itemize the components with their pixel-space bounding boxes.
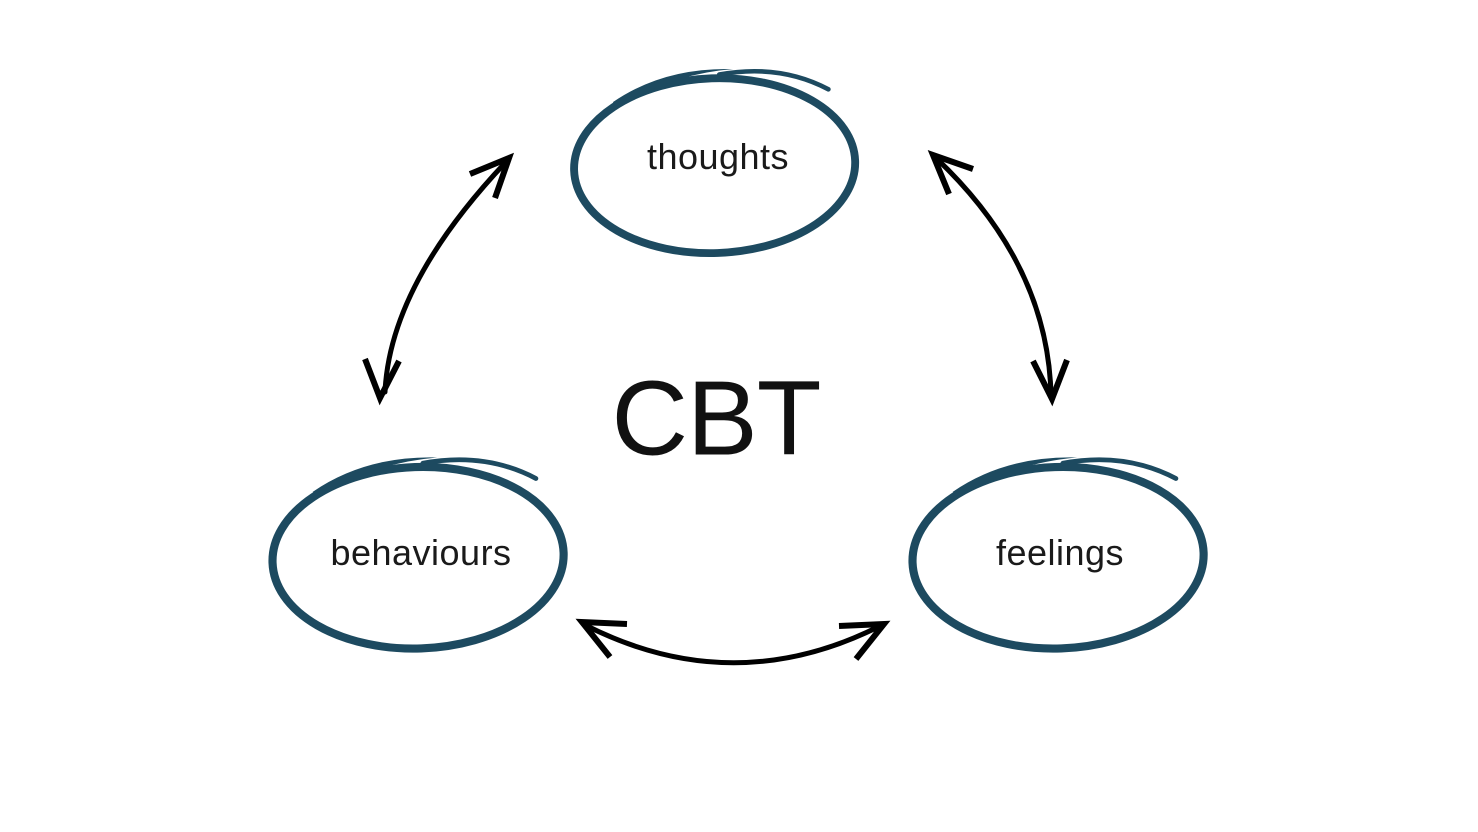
arrow-behaviours-feelings [575, 618, 891, 666]
node-circle-thoughts [570, 68, 860, 258]
node-circle-feelings [908, 457, 1208, 653]
diagram-title: CBT [611, 359, 822, 478]
node-circle-behaviours [268, 457, 568, 653]
arrow-thoughts-feelings [927, 149, 1070, 407]
arrow-thoughts-behaviours [362, 152, 515, 406]
node-label-thoughts: thoughts [646, 136, 790, 177]
node-label-feelings: feelings [995, 532, 1125, 573]
node-label-behaviours: behaviours [330, 532, 512, 573]
